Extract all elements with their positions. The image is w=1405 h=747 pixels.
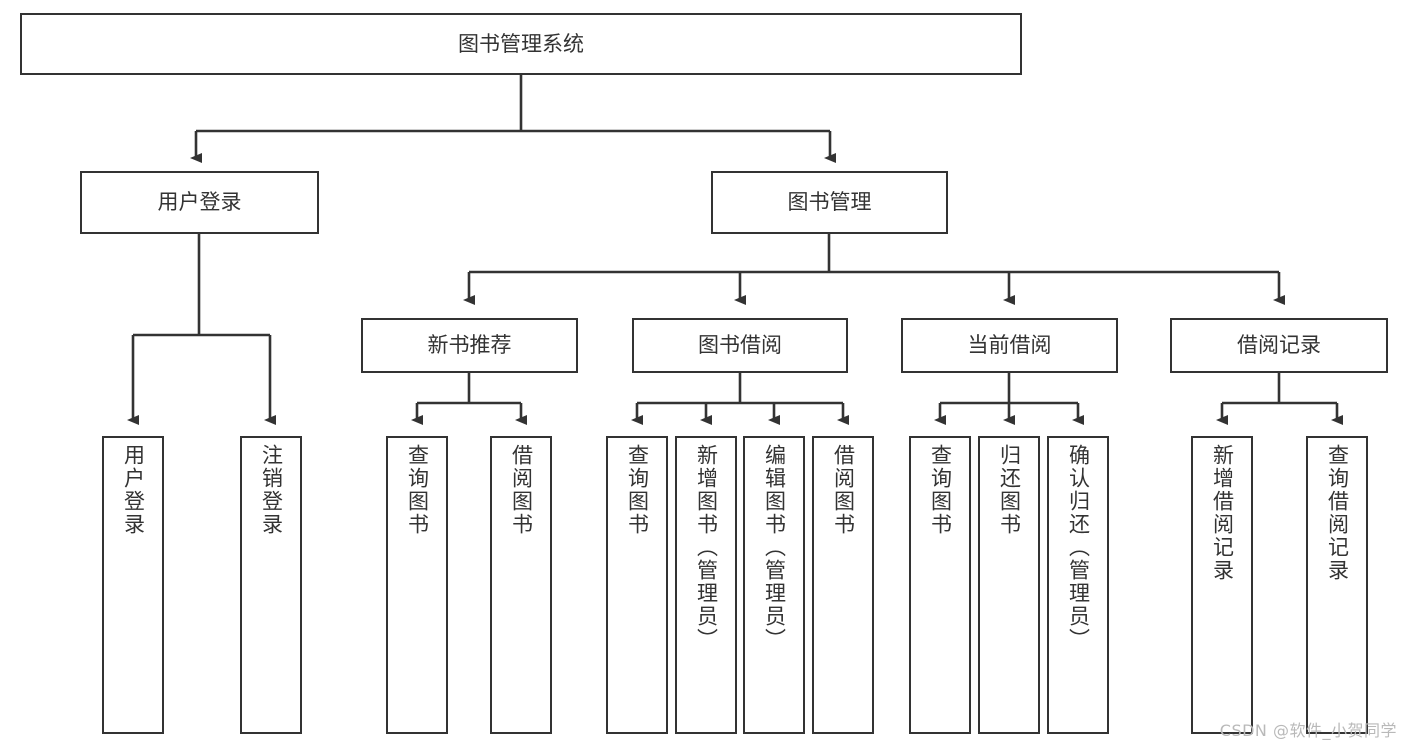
node-current-borrow[interactable]: 当前借阅: [901, 318, 1118, 373]
leaf-user-login-login[interactable]: 用户登录: [102, 436, 164, 734]
leaf-user-login-logout[interactable]: 注销登录: [240, 436, 302, 734]
node-label: 归还图书: [997, 444, 1022, 536]
leaf-current-borrow-confirm-return-admin[interactable]: 确认归还（管理员）: [1047, 436, 1109, 734]
node-label: 新增图书（管理员）: [694, 444, 719, 651]
leaf-new-book-borrow-book[interactable]: 借阅图书: [490, 436, 552, 734]
node-label: 查询图书: [405, 444, 430, 536]
node-label: 图书管理系统: [458, 31, 584, 56]
node-label: 确认归还（管理员）: [1066, 444, 1091, 651]
node-label: 图书借阅: [698, 333, 782, 358]
leaf-current-borrow-return-book[interactable]: 归还图书: [978, 436, 1040, 734]
node-label: 图书管理: [787, 190, 872, 215]
leaf-borrow-record-query-record[interactable]: 查询借阅记录: [1306, 436, 1368, 734]
node-label: 新书推荐: [427, 333, 512, 358]
leaf-current-borrow-query-book[interactable]: 查询图书: [909, 436, 971, 734]
node-user-login[interactable]: 用户登录: [80, 171, 319, 234]
leaf-book-borrow-add-book-admin[interactable]: 新增图书（管理员）: [675, 436, 737, 734]
leaf-borrow-record-add-record[interactable]: 新增借阅记录: [1191, 436, 1253, 734]
node-borrow-record[interactable]: 借阅记录: [1170, 318, 1388, 373]
node-label: 查询图书: [928, 444, 953, 536]
node-label: 查询图书: [625, 444, 650, 536]
node-label: 当前借阅: [967, 333, 1052, 358]
node-label: 借阅记录: [1237, 333, 1321, 358]
node-label: 编辑图书（管理员）: [762, 444, 787, 651]
node-new-book-recommend[interactable]: 新书推荐: [361, 318, 578, 373]
node-label: 新增借阅记录: [1210, 444, 1235, 582]
node-label: 用户登录: [157, 190, 242, 215]
node-label: 查询借阅记录: [1325, 444, 1350, 582]
node-root-book-management-system[interactable]: 图书管理系统: [20, 13, 1022, 75]
node-label: 借阅图书: [831, 444, 856, 536]
node-label: 注销登录: [259, 444, 284, 536]
node-book-management[interactable]: 图书管理: [711, 171, 948, 234]
leaf-book-borrow-borrow-book[interactable]: 借阅图书: [812, 436, 874, 734]
leaf-new-book-query-book[interactable]: 查询图书: [386, 436, 448, 734]
leaf-book-borrow-edit-book-admin[interactable]: 编辑图书（管理员）: [743, 436, 805, 734]
leaf-book-borrow-query-book[interactable]: 查询图书: [606, 436, 668, 734]
node-label: 借阅图书: [509, 444, 534, 536]
node-book-borrow[interactable]: 图书借阅: [632, 318, 848, 373]
node-label: 用户登录: [121, 444, 146, 536]
